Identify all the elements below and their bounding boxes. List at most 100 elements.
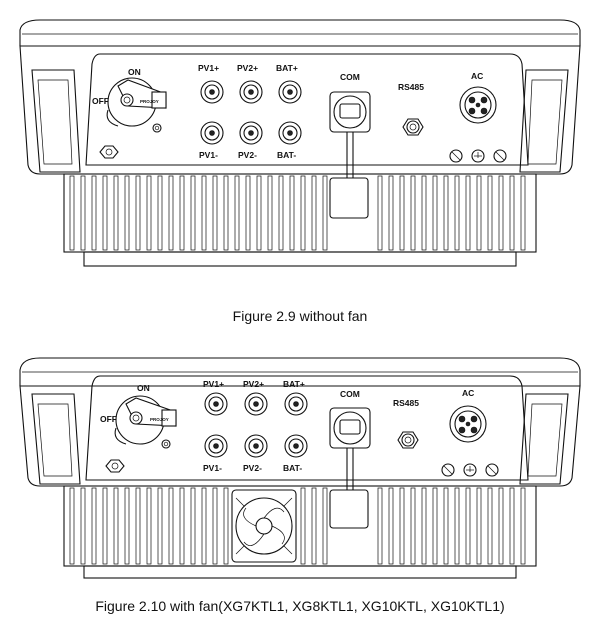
bat-plus-label: BAT+ bbox=[283, 379, 305, 389]
pv2-plus-label: PV2+ bbox=[243, 379, 264, 389]
pv2-minus-label: PV2- bbox=[238, 150, 257, 160]
heatsink-fin bbox=[377, 487, 383, 565]
heatsink-fin bbox=[212, 487, 218, 565]
heatsink-fin bbox=[476, 487, 482, 565]
heatsink-fin bbox=[201, 175, 207, 251]
heatsink-fin bbox=[223, 175, 229, 251]
heatsink-fin bbox=[168, 175, 174, 251]
heatsink-fin bbox=[157, 487, 163, 565]
heatsink-fin bbox=[487, 175, 493, 251]
pv2-minus-label: PV2- bbox=[243, 463, 262, 473]
heatsink-fin bbox=[102, 175, 108, 251]
figure-2-10-caption: Figure 2.10 with fan(XG7KTL1, XG8KTL1, X… bbox=[95, 598, 505, 614]
heatsink-fin bbox=[509, 487, 515, 565]
switch-lock-hole bbox=[161, 439, 171, 449]
rs485-label: RS485 bbox=[398, 82, 424, 92]
heatsink-fin bbox=[454, 487, 460, 565]
com-port[interactable] bbox=[329, 91, 371, 178]
com-cable-gland bbox=[329, 177, 369, 219]
pv1-minus-connector[interactable] bbox=[200, 121, 224, 145]
switch-brand-label: PROJOY bbox=[140, 99, 159, 104]
heatsink-fin bbox=[498, 175, 504, 251]
bat-plus-connector[interactable] bbox=[278, 80, 302, 104]
pv2-minus-connector[interactable] bbox=[239, 121, 263, 145]
heatsink-fin bbox=[267, 175, 273, 251]
com-label: COM bbox=[340, 72, 360, 82]
pv1-plus-connector[interactable] bbox=[200, 80, 224, 104]
bat-plus-connector[interactable] bbox=[284, 392, 308, 416]
heatsink-fin bbox=[399, 487, 405, 565]
heatsink-fin bbox=[421, 487, 427, 565]
heatsink-fin bbox=[476, 175, 482, 251]
pv1-minus-connector[interactable] bbox=[204, 434, 228, 458]
heatsink-fin bbox=[300, 487, 306, 565]
pv1-plus-label: PV1+ bbox=[203, 379, 224, 389]
heatsink-fin bbox=[80, 487, 86, 565]
heatsink-fin bbox=[69, 175, 75, 251]
figure-2-9-caption: Figure 2.9 without fan bbox=[232, 308, 368, 324]
heatsink-fin bbox=[399, 175, 405, 251]
bat-minus-label: BAT- bbox=[283, 463, 302, 473]
heatsink-fin bbox=[388, 175, 394, 251]
dc-switch[interactable] bbox=[106, 77, 167, 133]
heatsink-fin bbox=[311, 175, 317, 251]
com-port[interactable] bbox=[329, 407, 371, 490]
enclosure-body bbox=[19, 385, 581, 487]
heatsink-fin bbox=[520, 487, 526, 565]
pv2-minus-connector[interactable] bbox=[244, 434, 268, 458]
heatsink-fin bbox=[465, 487, 471, 565]
left-side-handle bbox=[31, 393, 81, 485]
bat-minus-connector[interactable] bbox=[278, 121, 302, 145]
heatsink-fin bbox=[421, 175, 427, 251]
heatsink-fin bbox=[80, 175, 86, 251]
heatsink-fin bbox=[135, 175, 141, 251]
heatsink-fin bbox=[410, 175, 416, 251]
heatsink-fin bbox=[322, 175, 328, 251]
heatsink-fin bbox=[311, 487, 317, 565]
heatsink-fin bbox=[443, 175, 449, 251]
lid-outline bbox=[19, 19, 581, 46]
com-cable-gland bbox=[329, 489, 369, 529]
heatsink-fin bbox=[234, 175, 240, 251]
heatsink-fin bbox=[388, 487, 394, 565]
rs485-port[interactable] bbox=[402, 118, 424, 136]
heatsink-fin bbox=[124, 487, 130, 565]
left-side-handle bbox=[31, 69, 81, 173]
cooling-fan bbox=[231, 489, 297, 563]
inverter-drawing-with-fan: ON OFF PROJOY PV1+ PV2+ BAT+ PV1- PV2- B… bbox=[0, 340, 600, 590]
heatsink-fin bbox=[256, 175, 262, 251]
heatsink-fin bbox=[113, 487, 119, 565]
switch-on-label: ON bbox=[137, 383, 150, 393]
ac-connector[interactable] bbox=[449, 405, 487, 443]
heatsink-fin bbox=[278, 175, 284, 251]
heatsink-fin bbox=[201, 487, 207, 565]
connector-panel bbox=[85, 375, 529, 481]
vent-screw-left bbox=[99, 145, 119, 159]
connector-panel bbox=[85, 53, 529, 166]
right-side-handle bbox=[519, 393, 569, 485]
lid-outline bbox=[19, 357, 581, 386]
dc-switch[interactable] bbox=[114, 395, 177, 449]
bat-minus-connector[interactable] bbox=[284, 434, 308, 458]
heatsink-fin bbox=[91, 175, 97, 251]
bat-plus-label: BAT+ bbox=[276, 63, 298, 73]
switch-on-label: ON bbox=[128, 67, 141, 77]
heatsink-fin bbox=[223, 487, 229, 565]
heatsink-fin bbox=[377, 175, 383, 251]
mounting-rail bbox=[83, 565, 517, 579]
rs485-port[interactable] bbox=[397, 431, 419, 449]
heatsink-fin bbox=[157, 175, 163, 251]
ac-connector[interactable] bbox=[459, 86, 497, 124]
heatsink-fin bbox=[322, 487, 328, 565]
heatsink-fin bbox=[454, 175, 460, 251]
heatsink-fin bbox=[113, 175, 119, 251]
heatsink-fin bbox=[69, 487, 75, 565]
pv2-plus-connector[interactable] bbox=[239, 80, 263, 104]
heatsink-fin bbox=[289, 175, 295, 251]
heatsink-fin bbox=[179, 487, 185, 565]
pv1-plus-connector[interactable] bbox=[204, 392, 228, 416]
pv2-plus-connector[interactable] bbox=[244, 392, 268, 416]
heatsink-fin bbox=[509, 175, 515, 251]
heatsink-fin bbox=[190, 487, 196, 565]
heatsink-fin bbox=[212, 175, 218, 251]
